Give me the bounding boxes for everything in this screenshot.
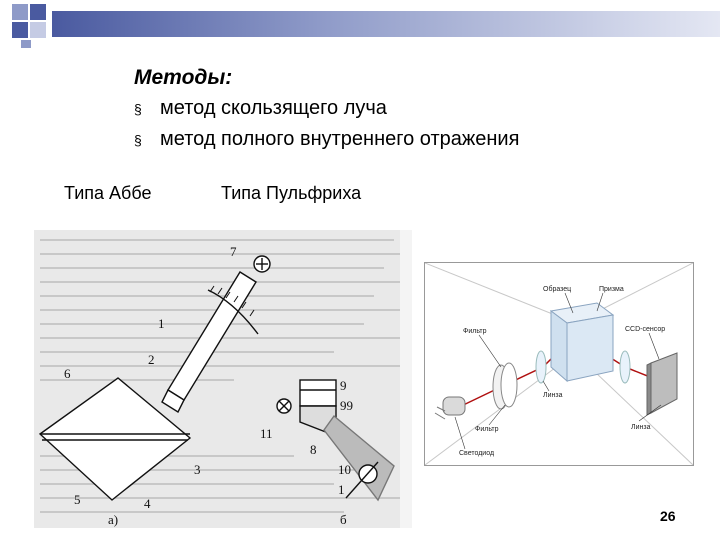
bullet-item: § метод скользящего луча — [134, 97, 387, 120]
bullet-marker: § — [134, 101, 142, 117]
figure-label: 11 — [260, 426, 273, 441]
caption-pulfrich: Типа Пульфриха — [221, 183, 362, 203]
prism — [549, 302, 615, 383]
figure-label: 10 — [338, 462, 351, 477]
figure-label: 5 — [74, 492, 81, 507]
bullet-text: метод скользящего луча — [160, 97, 387, 119]
refractometer-drawing: 7 1 2 6 3 5 4 а) 9 99 11 8 10 1 б — [38, 230, 412, 528]
figure-label: б — [340, 512, 347, 527]
telescope-tube — [161, 255, 271, 414]
header-square — [30, 4, 46, 20]
label-ccd: CCD-сенсор — [625, 326, 665, 333]
label-sample: Образец — [543, 285, 571, 293]
label-lens-mid: Линза — [543, 392, 563, 399]
header-square — [12, 4, 28, 20]
refractometer-render-drawing: Образец Призма Фильтр CCD-сенсор Линза Ф… — [424, 262, 694, 466]
label-filter-bottom: Фильтр — [475, 426, 499, 433]
figure-label: 3 — [194, 462, 201, 477]
figure-label: 8 — [310, 442, 317, 457]
header-decoration — [0, 0, 720, 48]
render-labels: Образец Призма Фильтр CCD-сенсор Линза Ф… — [459, 285, 665, 457]
header-gradient-bar — [52, 11, 720, 37]
label-filter-top: Фильтр — [463, 328, 487, 335]
figure-labels: 7 1 2 6 3 5 4 а) 9 99 11 8 10 1 б — [64, 244, 353, 527]
page-number: 26 — [660, 508, 676, 524]
bullet-text: метод полного внутреннего отражения — [160, 128, 520, 150]
header-square — [21, 40, 31, 48]
label-lens-right: Линза — [631, 424, 651, 431]
label-prism: Призма — [599, 286, 624, 293]
leader-lines — [454, 292, 662, 450]
figure-label: 1 — [338, 482, 345, 497]
figure-label: а) — [108, 512, 118, 527]
bullet-marker: § — [134, 132, 142, 148]
pulfrich-setup — [276, 379, 395, 502]
refractometer-figure-scan: 7 1 2 6 3 5 4 а) 9 99 11 8 10 1 б — [34, 230, 412, 528]
figure-label: 1 — [158, 316, 165, 331]
refractometer-3d-render: Образец Призма Фильтр CCD-сенсор Линза Ф… — [424, 262, 694, 466]
ccd-sensor — [646, 352, 678, 416]
lens-disc-right — [619, 350, 631, 384]
methods-title: Методы: — [134, 66, 233, 89]
figure-label: 99 — [340, 398, 353, 413]
figure-label: 7 — [230, 244, 237, 259]
figure-label: 9 — [340, 378, 347, 393]
lens-disc — [535, 350, 547, 384]
filter-disc — [492, 362, 518, 410]
scale-ticks — [209, 285, 255, 317]
label-led: Светодиод — [459, 450, 494, 457]
header-square — [12, 22, 28, 38]
figure-label: 2 — [148, 352, 155, 367]
abbe-prism — [38, 377, 192, 501]
caption-abbe: Типа Аббе — [64, 183, 152, 203]
figure-label: 6 — [64, 366, 71, 381]
led-source — [434, 396, 466, 420]
figure-label: 4 — [144, 496, 151, 511]
header-square — [30, 22, 46, 38]
bullet-item: § метод полного внутреннего отражения — [134, 128, 519, 151]
